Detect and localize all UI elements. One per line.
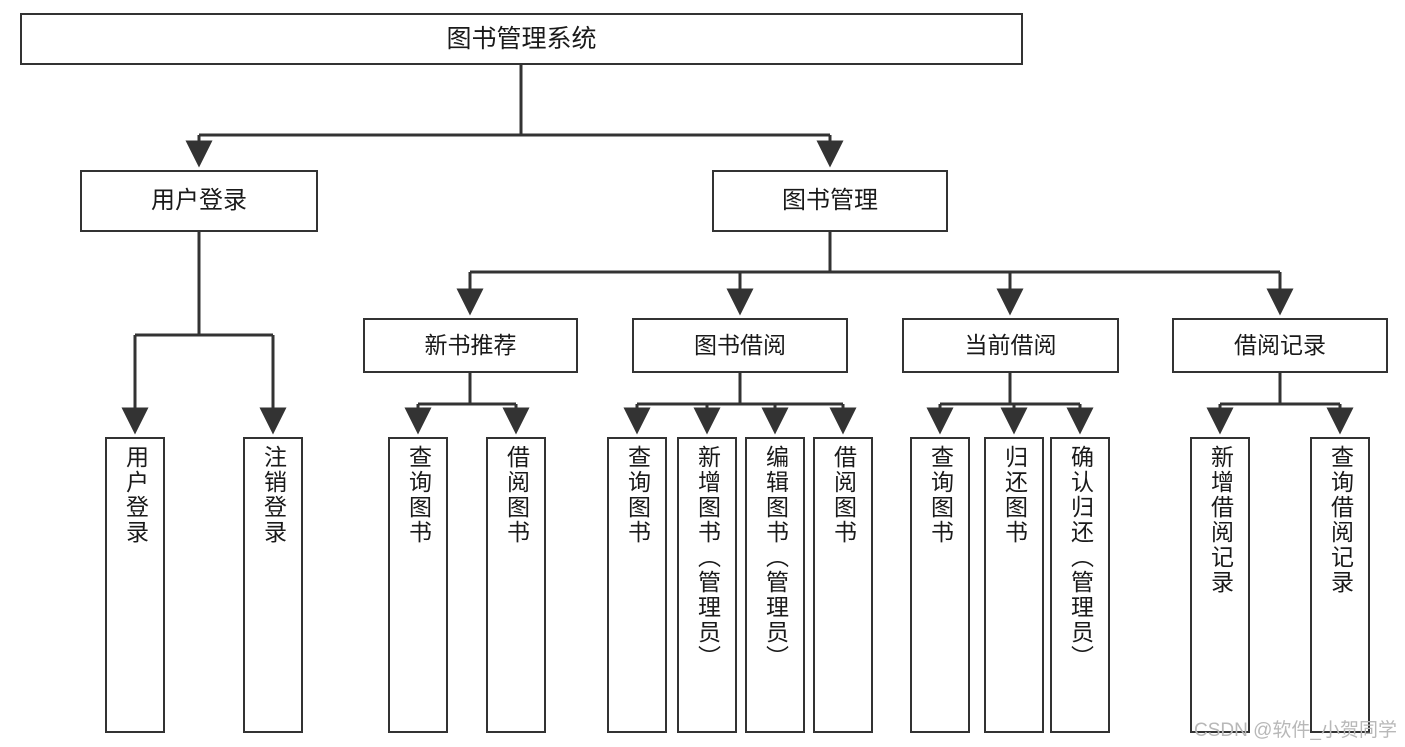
node-root-label: 图书管理系统 <box>446 24 597 53</box>
node-leaf-add-book-label: 新增图书（管理员） <box>694 445 721 670</box>
node-leaf-user-logout[interactable]: 注销登录 <box>243 437 303 733</box>
node-leaf-user-login[interactable]: 用户登录 <box>105 437 165 733</box>
node-leaf-query-book-borrow[interactable]: 查询图书 <box>607 437 667 733</box>
node-book-borrow-label: 图书借阅 <box>694 332 786 358</box>
node-leaf-query-book-recommend-label: 查询图书 <box>405 445 432 545</box>
node-root[interactable]: 图书管理系统 <box>20 13 1023 65</box>
node-leaf-query-book-current[interactable]: 查询图书 <box>910 437 970 733</box>
node-leaf-add-book[interactable]: 新增图书（管理员） <box>677 437 737 733</box>
node-leaf-query-borrow-record[interactable]: 查询借阅记录 <box>1310 437 1370 733</box>
node-book-borrow[interactable]: 图书借阅 <box>632 318 848 373</box>
node-leaf-edit-book[interactable]: 编辑图书（管理员） <box>745 437 805 733</box>
csdn-watermark: CSDN @软件_小贺同学 <box>1194 720 1397 741</box>
node-user-login-label: 用户登录 <box>151 187 247 214</box>
node-new-book-recommend[interactable]: 新书推荐 <box>363 318 578 373</box>
node-leaf-borrow-book[interactable]: 借阅图书 <box>813 437 873 733</box>
node-borrow-record[interactable]: 借阅记录 <box>1172 318 1388 373</box>
node-leaf-query-book-current-label: 查询图书 <box>927 445 954 545</box>
node-leaf-user-logout-label: 注销登录 <box>260 445 287 545</box>
node-book-management[interactable]: 图书管理 <box>712 170 948 232</box>
node-leaf-edit-book-label: 编辑图书（管理员） <box>762 445 789 670</box>
node-leaf-borrow-book-recommend-label: 借阅图书 <box>503 445 530 545</box>
node-leaf-borrow-book-label: 借阅图书 <box>830 445 857 545</box>
node-leaf-return-book-label: 归还图书 <box>1001 445 1028 545</box>
node-current-borrow[interactable]: 当前借阅 <box>902 318 1119 373</box>
node-leaf-query-book-borrow-label: 查询图书 <box>624 445 651 545</box>
node-leaf-query-book-recommend[interactable]: 查询图书 <box>388 437 448 733</box>
node-leaf-borrow-book-recommend[interactable]: 借阅图书 <box>486 437 546 733</box>
node-leaf-user-login-label: 用户登录 <box>122 445 149 545</box>
node-current-borrow-label: 当前借阅 <box>964 332 1057 358</box>
node-borrow-record-label: 借阅记录 <box>1234 332 1326 358</box>
node-leaf-add-borrow-record[interactable]: 新增借阅记录 <box>1190 437 1250 733</box>
node-leaf-add-borrow-record-label: 新增借阅记录 <box>1207 445 1234 595</box>
node-leaf-confirm-return[interactable]: 确认归还（管理员） <box>1050 437 1110 733</box>
node-book-management-label: 图书管理 <box>782 187 878 214</box>
node-leaf-return-book[interactable]: 归还图书 <box>984 437 1044 733</box>
node-leaf-query-borrow-record-label: 查询借阅记录 <box>1327 445 1354 595</box>
node-new-book-recommend-label: 新书推荐 <box>424 332 517 358</box>
node-leaf-confirm-return-label: 确认归还（管理员） <box>1067 445 1094 670</box>
node-user-login[interactable]: 用户登录 <box>80 170 318 232</box>
